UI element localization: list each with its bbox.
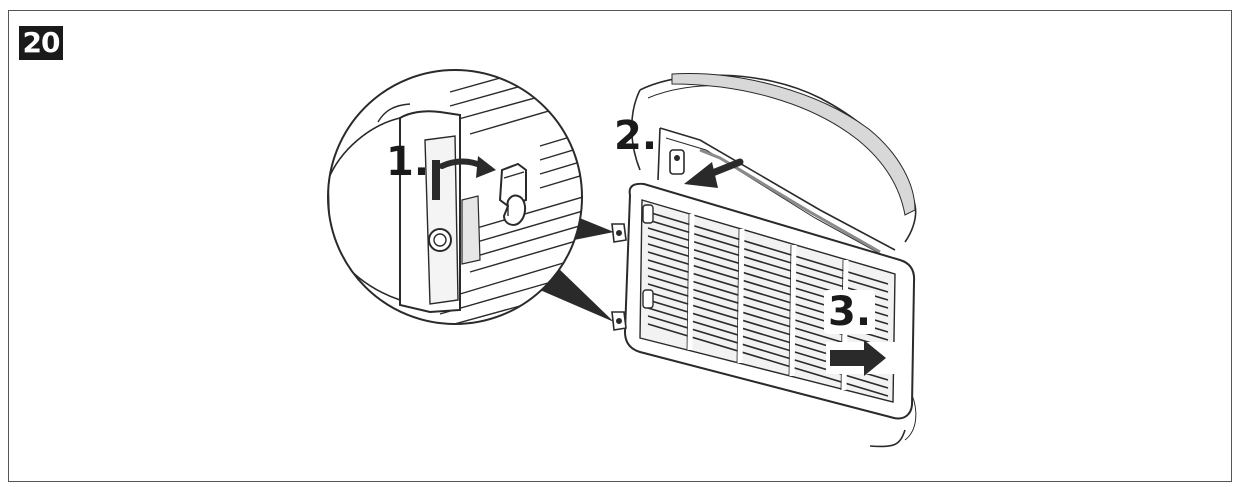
wall-recess-frame xyxy=(657,127,896,259)
figure-frame xyxy=(8,10,1232,482)
wall-clip xyxy=(669,149,685,175)
hinge-pin-upper xyxy=(611,223,627,243)
step-3-label: 3. xyxy=(824,290,876,334)
wall-top-band xyxy=(671,73,916,216)
step-1-label: 1. xyxy=(386,139,430,185)
step3-arrow xyxy=(826,340,896,376)
step1-arrow xyxy=(439,156,496,178)
step2-arrow xyxy=(684,158,744,188)
latch-detail xyxy=(498,162,527,226)
figure-number-badge: 20 xyxy=(19,26,63,60)
step-2-label: 2. xyxy=(614,113,658,159)
hinge-pin-lower xyxy=(611,311,627,331)
